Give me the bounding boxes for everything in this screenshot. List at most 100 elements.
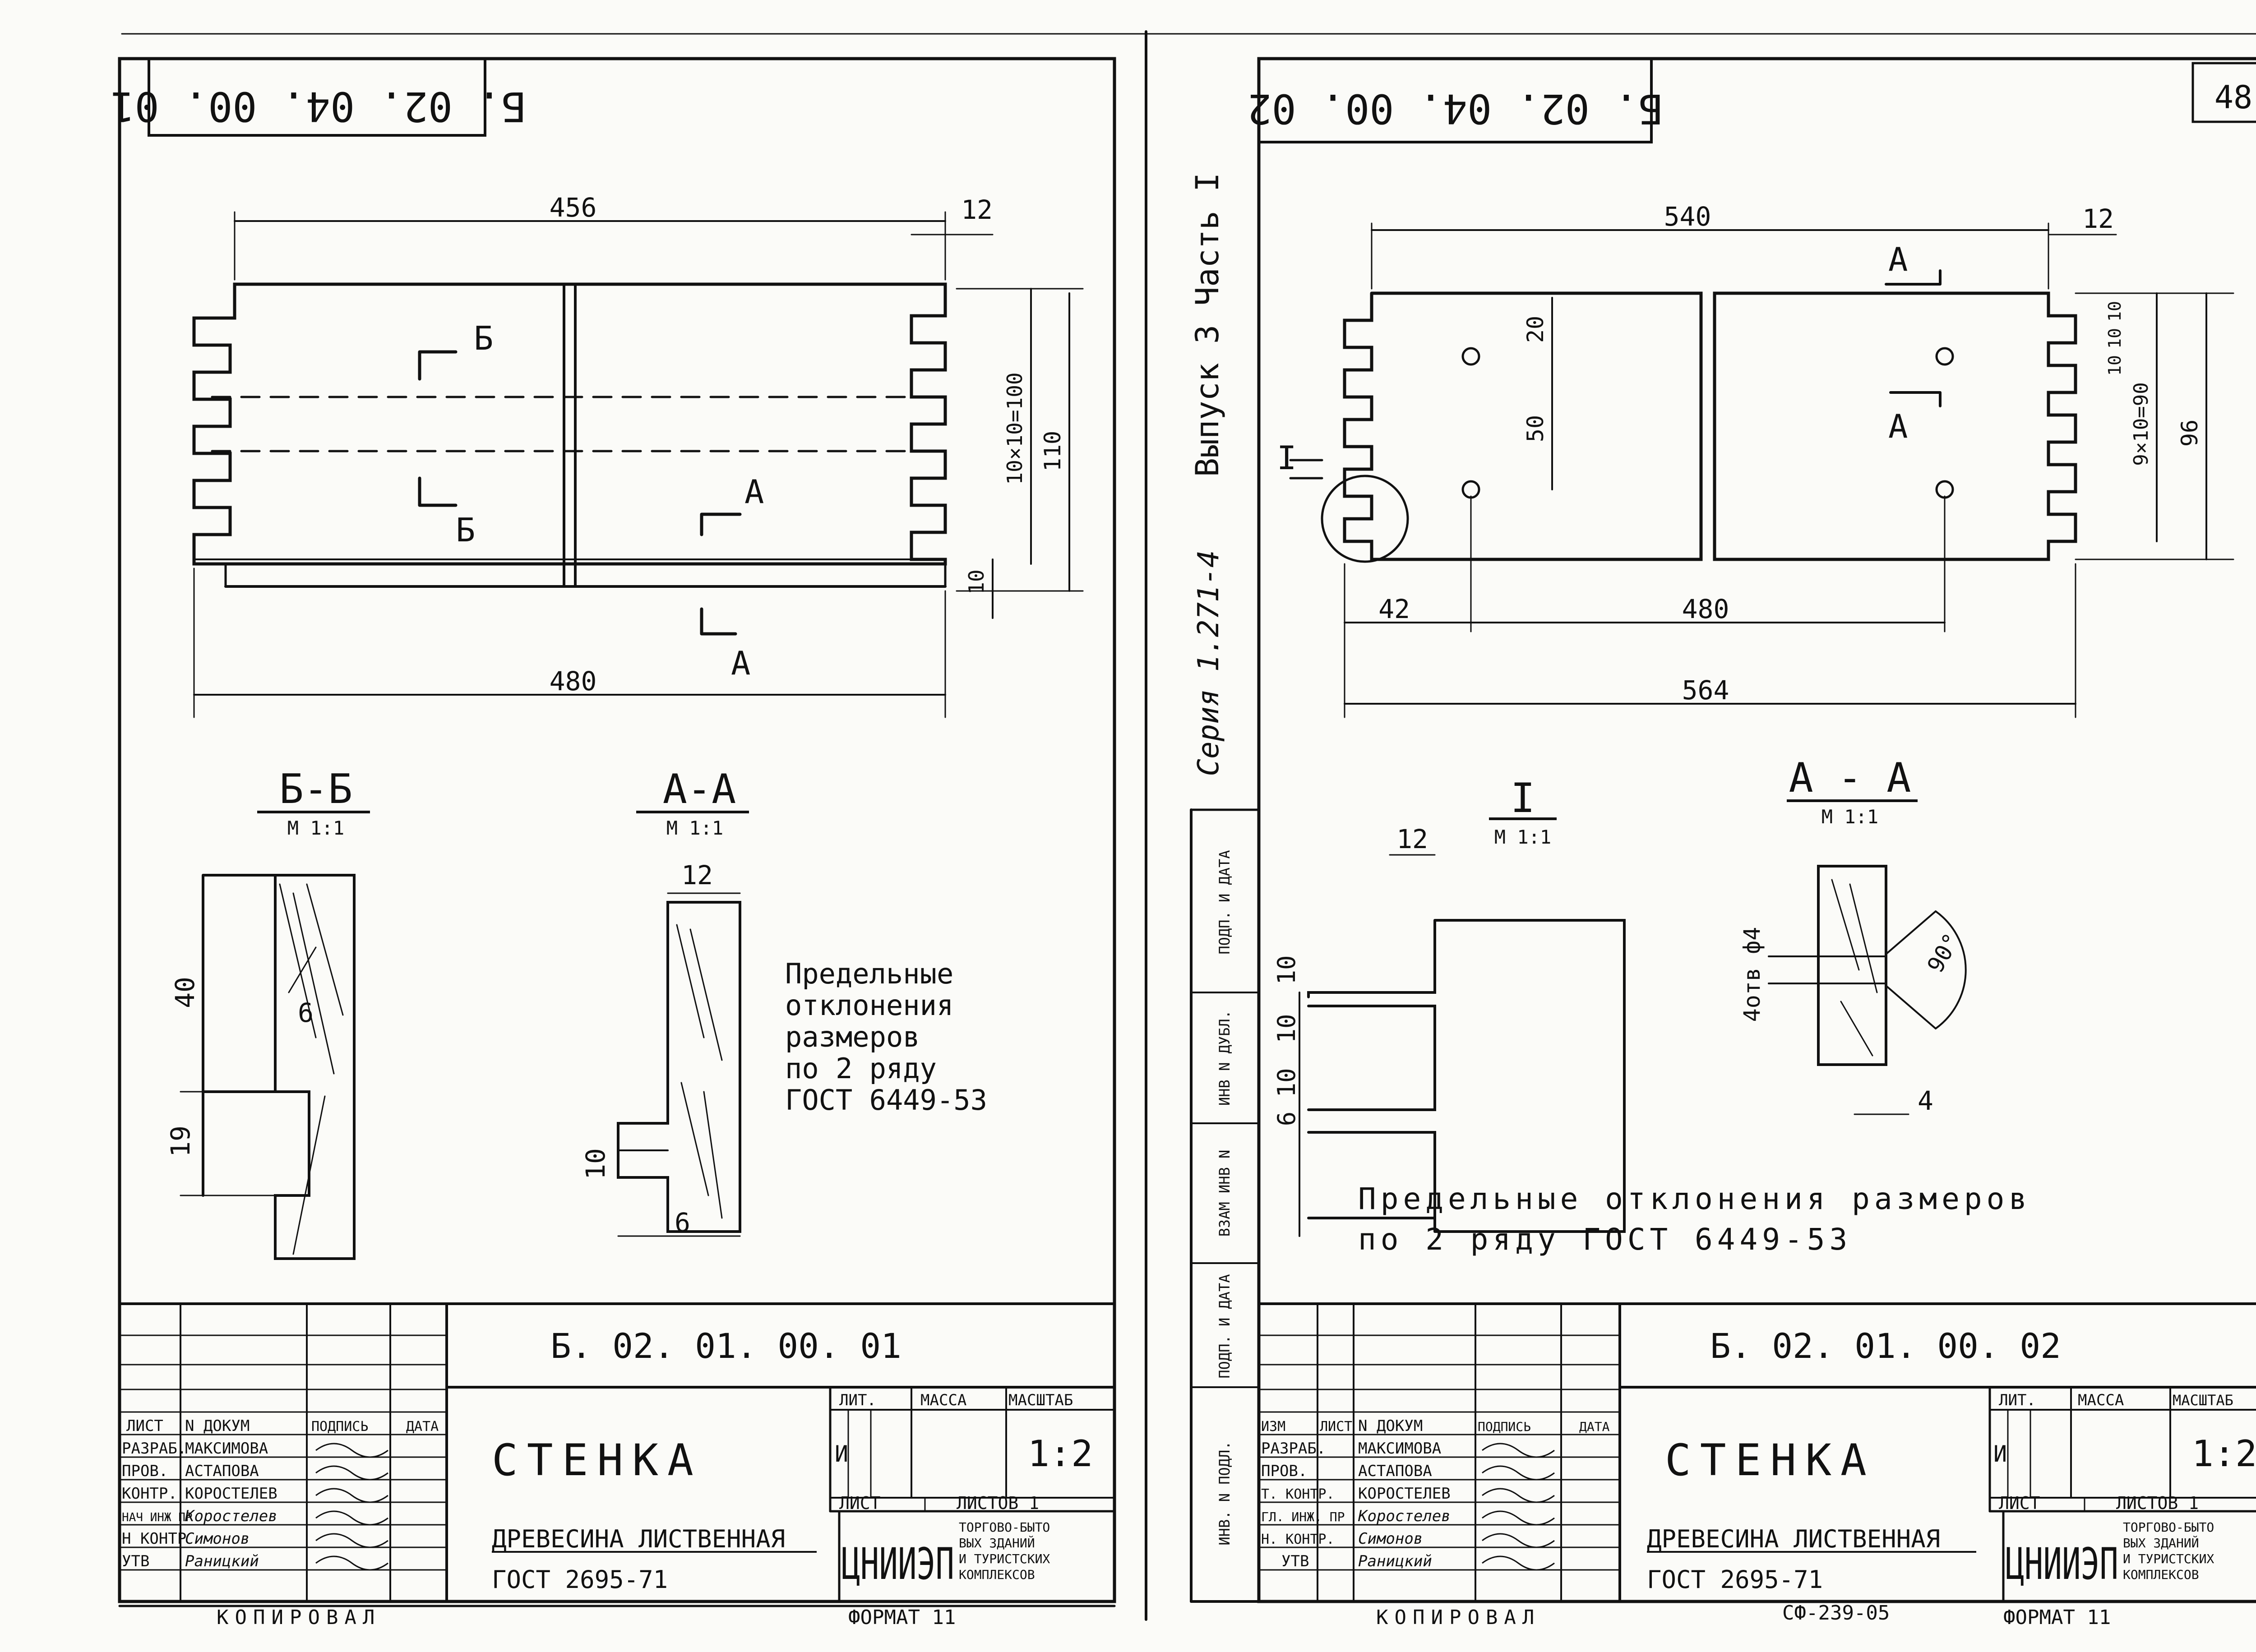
- right-dim-10b: 10: [2105, 328, 2125, 349]
- left-org-sub-4: КОМПЛЕКСОВ: [959, 1567, 1035, 1582]
- note-line-5: ГОСТ 6449-53: [785, 1084, 987, 1117]
- section-bb-title: Б-Б: [279, 766, 353, 813]
- right-footer-copy: КОПИРОВАЛ: [1376, 1606, 1540, 1629]
- left-part-outline: [192, 282, 947, 566]
- left-sheet-label: ЛИСТ: [839, 1493, 881, 1513]
- left-footer-copy: КОПИРОВАЛ: [217, 1606, 381, 1629]
- right-dim-96: 96: [2177, 420, 2203, 447]
- right-name-6: Раницкий: [1358, 1552, 1432, 1570]
- left-lit-value: И: [835, 1441, 848, 1467]
- right-dim-12: 12: [2082, 203, 2114, 234]
- page-number: 48: [2214, 79, 2252, 116]
- left-org-sub-2: ВЫХ ЗДАНИЙ: [959, 1535, 1035, 1550]
- detail-i-scale: М 1:1: [1494, 826, 1551, 848]
- right-footer-sf: СФ-239-05: [1782, 1601, 1890, 1624]
- right-cut-a-bottom: А: [1888, 407, 1908, 445]
- right-scale-label: МАСШТАБ: [2173, 1392, 2233, 1409]
- left-header-date: ДАТА: [406, 1419, 439, 1435]
- right-dim-564: 564: [1682, 675, 1729, 706]
- right-org-sub-4: КОМПЛЕКСОВ: [2123, 1567, 2199, 1582]
- left-org-sub-3: И ТУРИСТСКИХ: [959, 1551, 1050, 1566]
- section-aa-right-scale: М 1:1: [1821, 806, 1878, 828]
- left-dim-10x10: 10×10=100: [1003, 372, 1027, 485]
- cut-label-b-top: Б: [474, 319, 493, 357]
- left-title-block: [118, 1302, 1116, 1603]
- page-number-box: [2191, 62, 2256, 123]
- left-scale-value: 1:2: [1028, 1433, 1093, 1475]
- section-bb: [202, 874, 356, 1260]
- right-role-2: ПРОВ.: [1261, 1462, 1307, 1480]
- cut-label-a-bottom: А: [731, 644, 750, 682]
- side-label-5: ИНВ. N ПОДЛ.: [1216, 1441, 1233, 1545]
- right-frame: [1257, 57, 2256, 1603]
- left-dim-456: 456: [550, 192, 597, 223]
- left-dim-480: 480: [550, 666, 597, 697]
- detail-i-callout: [1321, 475, 1409, 563]
- left-doc-code: Б. 02. 01. 00. 01: [550, 1326, 901, 1366]
- right-role-3: Т. КОНТР.: [1261, 1486, 1335, 1502]
- left-role-6: УТВ: [122, 1552, 149, 1570]
- right-gost: ГОСТ 2695-71: [1647, 1565, 1823, 1594]
- left-gost: ГОСТ 2695-71: [492, 1565, 668, 1594]
- left-footer-format: ФОРМАТ 11: [848, 1606, 956, 1629]
- detail-i-dim-12: 12: [1396, 824, 1428, 854]
- right-part-left-panel: [1343, 291, 1703, 561]
- right-top-code: Б. 02. 04. 00. 02: [1247, 85, 1663, 132]
- right-part-name: СТЕНКА: [1665, 1435, 1876, 1486]
- left-dim-110: 110: [1040, 431, 1066, 471]
- left-material: ДРЕВЕСИНА ЛИСТВЕННАЯ: [492, 1525, 785, 1553]
- detail-i-dim-10c: 10: [1272, 1068, 1301, 1097]
- right-material: ДРЕВЕСИНА ЛИСТВЕННАЯ: [1647, 1525, 1940, 1553]
- right-org-sub-1: ТОРГОВО-БЫТО: [2123, 1520, 2214, 1535]
- left-name-2: АСТАПОВА: [185, 1462, 259, 1480]
- note-line-1: Предельные: [785, 957, 953, 990]
- section-aa-right-title: А - А: [1789, 754, 1911, 802]
- series-vertical: Серия 1.271-4: [1192, 550, 1225, 776]
- section-aa-left-scale: М 1:1: [666, 817, 723, 839]
- left-role-4: НАЧ ИНЖ ПР: [122, 1511, 193, 1524]
- right-header-ndoc: N ДОКУМ: [1358, 1417, 1423, 1435]
- detail-callout-label: I: [1277, 439, 1296, 477]
- right-code-box: [1257, 57, 1653, 143]
- left-name-4: Коростелев: [185, 1507, 277, 1525]
- note-line-4: по 2 ряду: [785, 1052, 937, 1085]
- right-lit-label: ЛИТ.: [1999, 1391, 2036, 1409]
- right-dim-10a: 10: [2105, 301, 2125, 322]
- right-header-izm: ИЗМ: [1261, 1419, 1285, 1435]
- right-dim-9x10: 9×10=90: [2130, 382, 2153, 466]
- right-dim-42: 42: [1378, 594, 1410, 624]
- right-org-sub-2: ВЫХ ЗДАНИЙ: [2123, 1535, 2199, 1550]
- left-role-5: Н КОНТР: [122, 1530, 186, 1548]
- left-dim-12: 12: [961, 194, 993, 225]
- right-part-right-panel: [1713, 291, 2077, 561]
- section-aa-left-dim-12: 12: [681, 860, 713, 891]
- right-sheet-label: ЛИСТ: [1999, 1493, 2040, 1513]
- right-name-3: КОРОСТЕЛЕВ: [1358, 1485, 1451, 1503]
- left-signatures: [315, 1443, 388, 1571]
- right-doc-code: Б. 02. 01. 00. 02: [1710, 1326, 2061, 1366]
- left-name-1: МАКСИМОВА: [185, 1440, 268, 1458]
- left-role-2: ПРОВ.: [122, 1462, 168, 1480]
- left-mass-label: МАССА: [920, 1391, 966, 1409]
- left-role-3: КОНТР.: [122, 1485, 177, 1503]
- section-aa-left-dim-6: 6: [675, 1207, 690, 1238]
- section-aa-right-angle: 90°: [1922, 929, 1965, 977]
- side-label-3: ВЗАМ ИНВ N: [1216, 1150, 1233, 1237]
- section-aa-right-hole: 4отв ф4: [1739, 927, 1765, 1022]
- detail-i-dim-10a: 10: [1272, 955, 1301, 984]
- right-cut-a-top: А: [1888, 240, 1908, 278]
- section-aa-right-dim-4: 4: [1918, 1085, 1933, 1116]
- left-role-1: РАЗРАБ.: [122, 1440, 186, 1458]
- left-header-sign: ПОДПИСЬ: [311, 1419, 368, 1435]
- right-role-1: РАЗРАБ.: [1261, 1440, 1326, 1458]
- side-label-1: ПОДП. И ДАТА: [1216, 850, 1233, 954]
- left-code-box: [148, 57, 486, 137]
- detail-i-title: I: [1511, 775, 1535, 822]
- right-dim-20: 20: [1522, 316, 1549, 343]
- right-name-5: Симонов: [1358, 1530, 1423, 1548]
- section-aa-left-dim-10: 10: [580, 1148, 611, 1180]
- left-top-code: Б. 02. 04. 00. 01: [110, 83, 526, 130]
- right-footer-format: ФОРМАТ 11: [2003, 1606, 2111, 1629]
